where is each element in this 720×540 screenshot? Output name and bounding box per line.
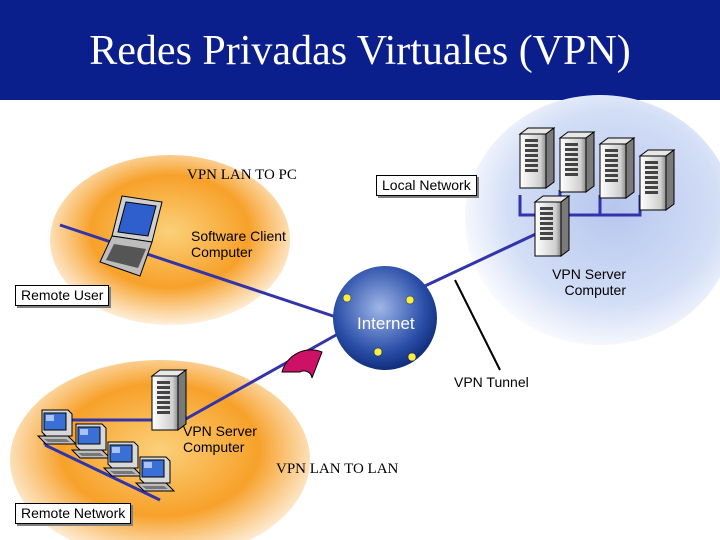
vpn-server-icon <box>151 369 187 431</box>
title-bar <box>0 0 720 100</box>
internet-globe <box>333 266 437 370</box>
local-network-label: Local Network <box>376 175 477 196</box>
vpn-tunnel-pointer <box>454 279 501 371</box>
vpn-lan-to-lan-label: VPN LAN TO LAN <box>276 461 399 477</box>
slide-title: Redes Privadas Virtuales (VPN) <box>89 28 631 74</box>
link-laptop-internet <box>59 223 346 322</box>
remote-network-zone <box>10 360 310 540</box>
server-icon <box>639 149 675 211</box>
pc-icon <box>135 456 175 492</box>
server-icon <box>519 127 555 189</box>
remote-user-label: Remote User <box>15 285 110 306</box>
tunnel-marker <box>281 349 323 379</box>
internet-label: Internet <box>357 314 415 333</box>
software-client-label: Software Client Computer <box>191 228 286 260</box>
remote-network-label: Remote Network <box>15 503 132 524</box>
server-icon <box>599 137 635 199</box>
pc-icon <box>37 409 77 445</box>
link-vpnserver-internet <box>174 328 346 427</box>
vpn-lan-to-pc-label: VPN LAN TO PC <box>187 167 297 183</box>
vpn-server-icon <box>534 195 570 257</box>
laptop-icon <box>99 195 163 277</box>
server-icon <box>559 131 595 193</box>
internet-node-stars <box>342 293 417 362</box>
vpn-server-bottom-label: VPN Server Computer <box>183 423 257 455</box>
pc-icon <box>71 423 111 459</box>
pc-icon <box>103 441 143 477</box>
vpn-server-top-label: VPN Server Computer <box>552 266 626 298</box>
vpn-tunnel-label: VPN Tunnel <box>454 374 529 390</box>
